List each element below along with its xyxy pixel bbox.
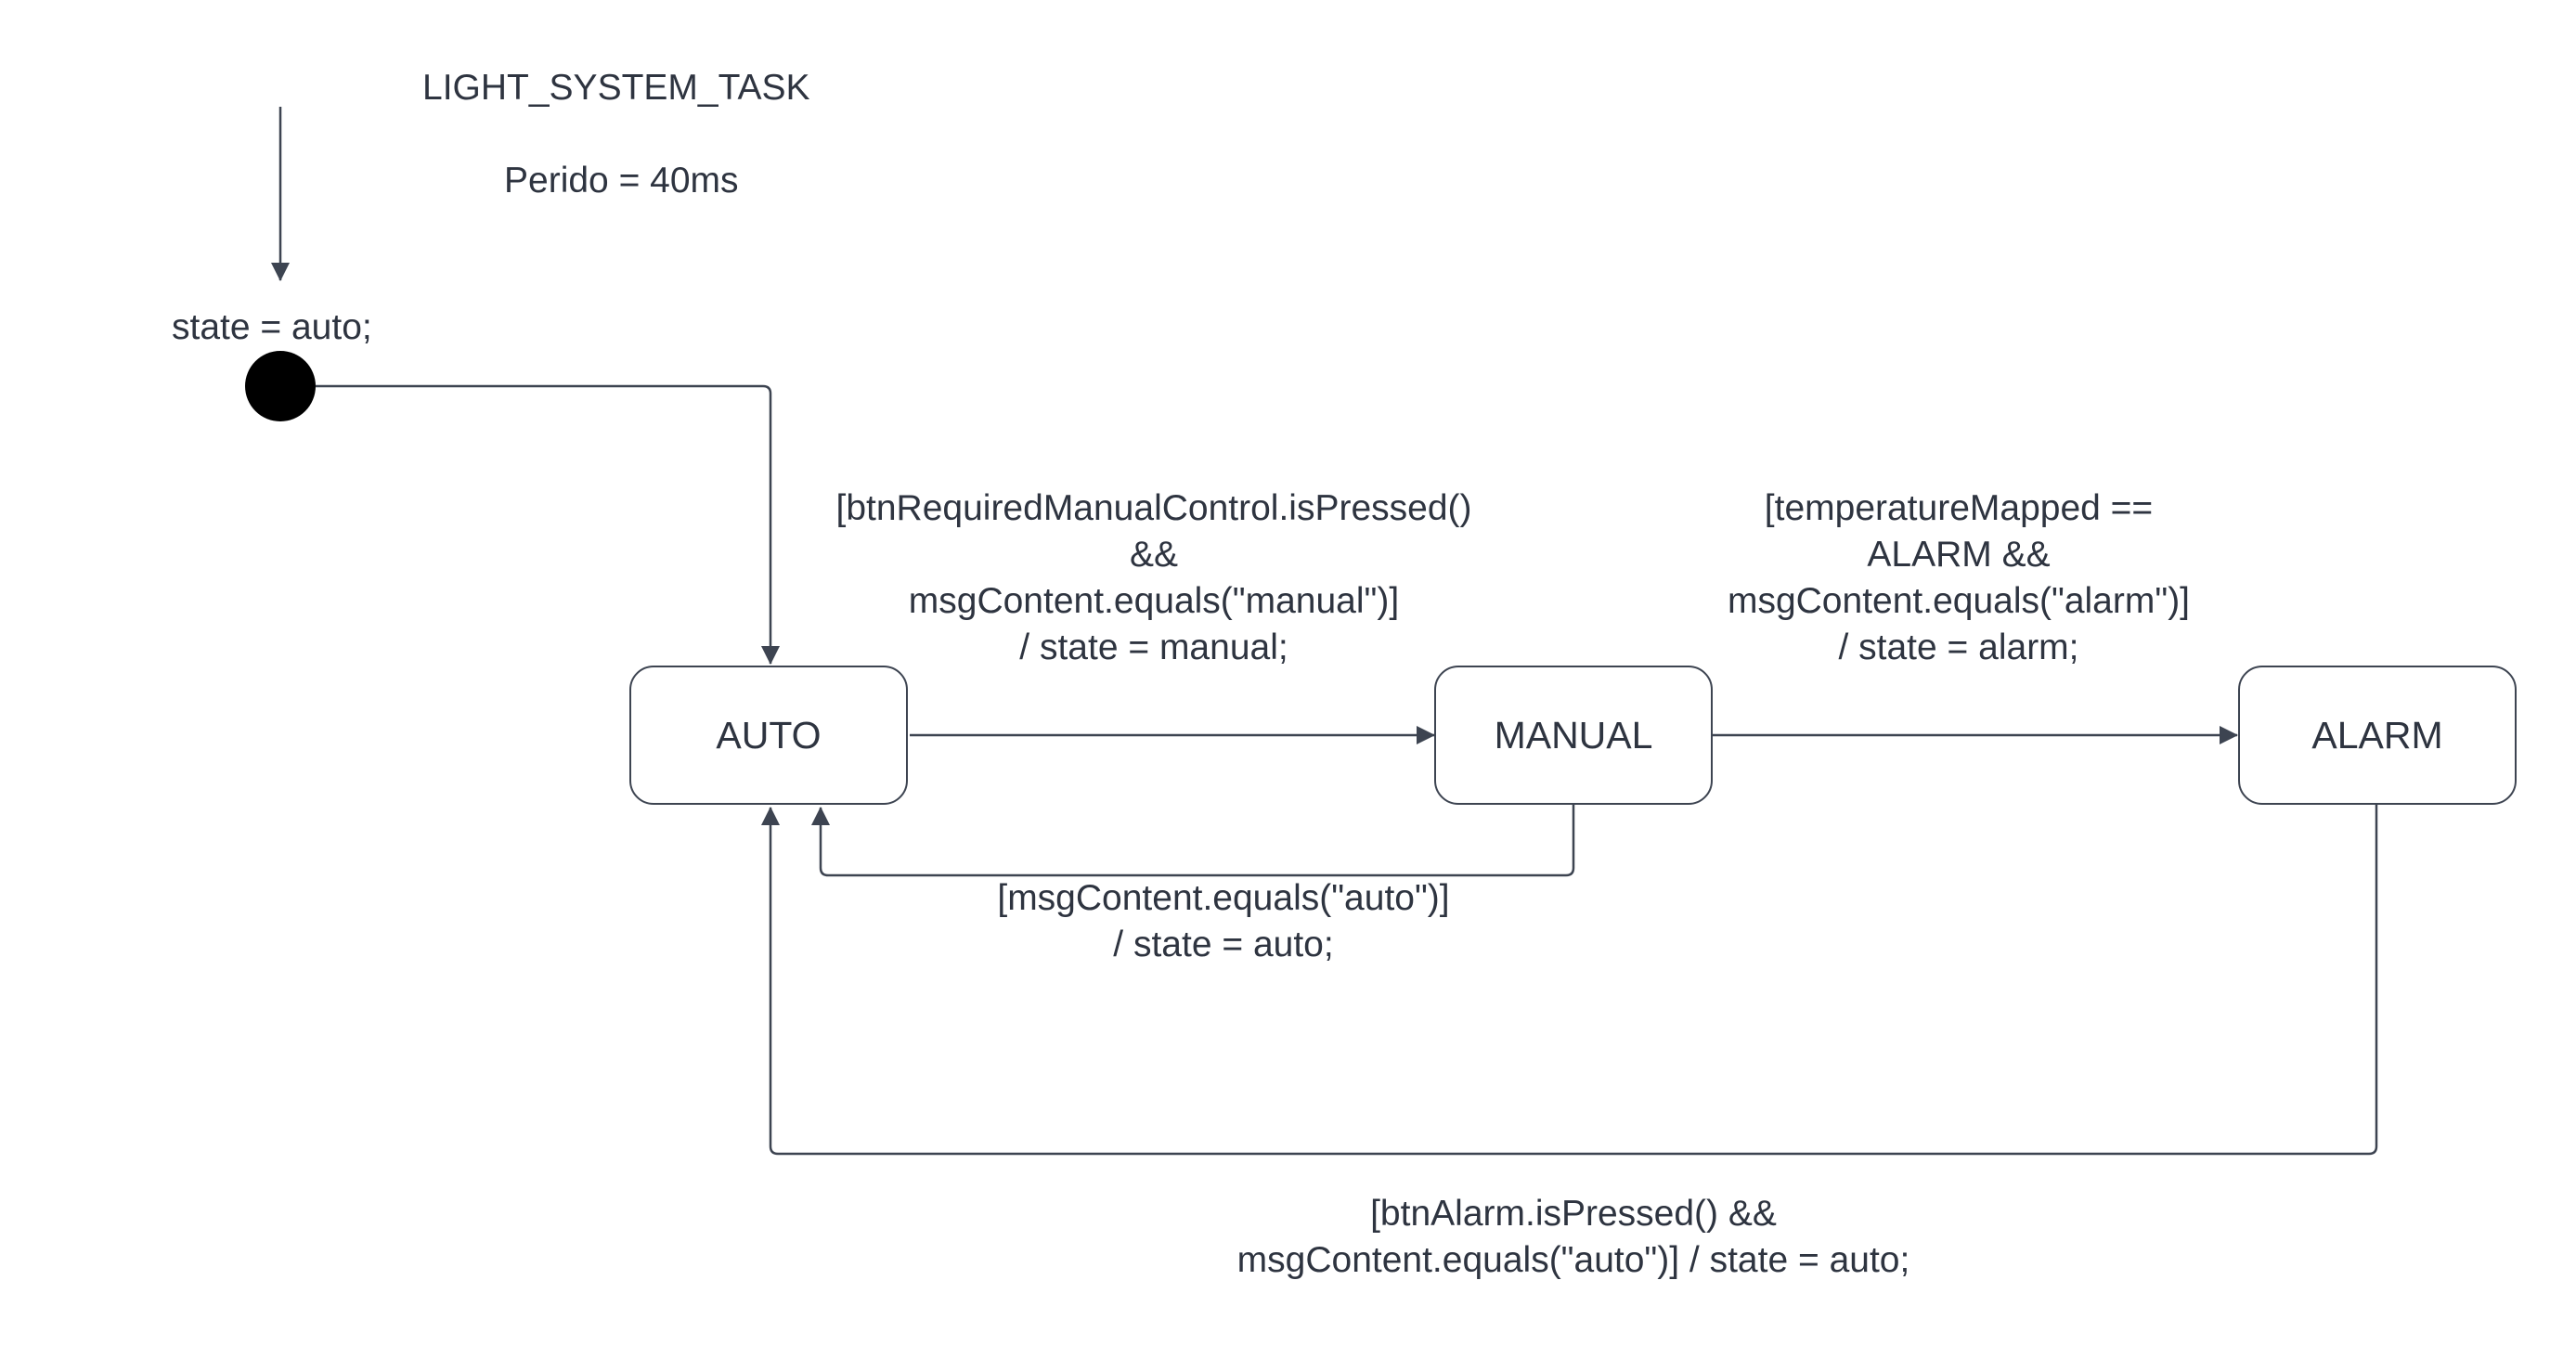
transition-line: msgContent.equals("manual")] — [908, 581, 1400, 621]
transition-line: / state = auto; — [1113, 925, 1334, 964]
transition-line: / state = alarm; — [1838, 627, 2079, 667]
edge-alarm-to-auto — [761, 805, 2378, 1156]
transition-label-alarm-to-auto: [btnAlarm.isPressed() && msgContent.equa… — [1237, 1191, 1910, 1284]
initial-node — [245, 351, 316, 421]
state-auto[interactable]: AUTO — [629, 666, 908, 805]
transition-line: msgContent.equals("alarm")] — [1727, 581, 2191, 621]
diagram-title: LIGHT_SYSTEM_TASK — [422, 68, 810, 108]
state-manual[interactable]: MANUAL — [1434, 666, 1713, 805]
transition-label-auto-to-manual: [btnRequiredManualControl.isPressed() &&… — [836, 485, 1472, 671]
transition-line: [btnRequiredManualControl.isPressed() — [835, 488, 1472, 528]
edge-manual-to-auto — [811, 805, 1575, 877]
transition-line: && — [1129, 535, 1179, 575]
period-label: Perido = 40ms — [504, 161, 739, 200]
transition-line: / state = manual; — [1019, 627, 1288, 667]
transition-line: [temperatureMapped == — [1764, 488, 2154, 528]
transition-line: ALARM && — [1867, 535, 2051, 575]
initial-action-label: state = auto; — [172, 307, 372, 347]
transition-line: [msgContent.equals("auto")] — [997, 878, 1450, 918]
transition-label-manual-to-alarm: [temperatureMapped == ALARM && msgConten… — [1728, 485, 2190, 671]
transition-line: msgContent.equals("auto")] / state = aut… — [1236, 1240, 1910, 1280]
transition-label-manual-to-auto: [msgContent.equals("auto")] / state = au… — [997, 875, 1449, 968]
edge-initial-to-auto — [316, 384, 780, 665]
state-alarm[interactable]: ALARM — [2238, 666, 2517, 805]
transition-line: [btnAlarm.isPressed() && — [1370, 1194, 1777, 1234]
